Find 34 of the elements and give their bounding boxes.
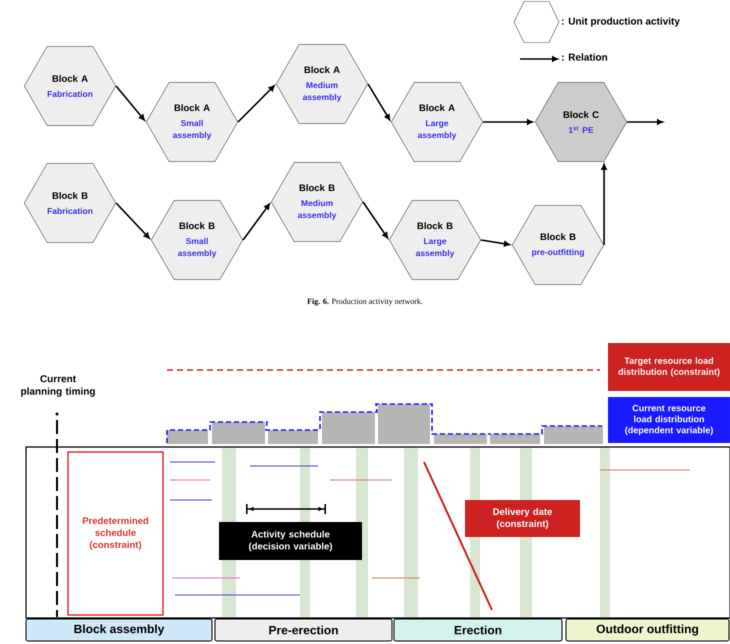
legend-text: : Unit production activity — [562, 17, 680, 27]
hexagon: Block C 1$^{st}$ PE — [534, 82, 628, 162]
legend-text: : Relation — [562, 53, 608, 61]
predetermined-schedule-box: Predetermined schedule (constraint) — [67, 451, 164, 616]
arrow — [116, 202, 150, 239]
arrow — [242, 204, 270, 240]
hexagon: Block B Medium assembly — [270, 162, 364, 242]
current-load-box: Current resource load distribution (dependent variable) — [608, 397, 730, 443]
delivery-date-box: Delivery date (constraint) — [465, 500, 580, 537]
hexagon: Block A Fabrication — [24, 46, 116, 126]
hexagon: Block A Small assembly — [146, 82, 238, 162]
arrow — [238, 85, 275, 123]
hexagon: Block A Medium assembly — [276, 44, 368, 124]
target-load-box: Target resource load distribution (constraint) — [608, 343, 730, 391]
arrow — [115, 85, 145, 121]
arrow — [362, 202, 388, 238]
timing-label: Current planning timing — [21, 375, 95, 397]
phase-band: Pre-erection — [214, 618, 392, 642]
activity-schedule-box: Activity schedule (decision variable) — [219, 522, 362, 560]
hexagon: Block A Large assembly — [390, 82, 484, 162]
phase-band: Block assembly — [26, 618, 212, 642]
arrow — [367, 84, 390, 120]
hexagon: Block B Large assembly — [388, 200, 482, 280]
hexagon: Block B pre-outfitting — [512, 205, 604, 285]
arrow — [480, 239, 510, 247]
hexagon: Block B Fabrication — [24, 163, 116, 243]
picture — [25, 446, 730, 619]
arrow — [601, 164, 607, 245]
phase-band: Erection — [394, 618, 562, 642]
phase-band: Outdoor outfitting — [566, 618, 730, 642]
hexagon: Block B Small assembly — [150, 200, 244, 280]
arrow — [483, 119, 533, 125]
caption: Fig. 6. Production activity network. — [307, 298, 422, 306]
arrow — [627, 119, 663, 125]
